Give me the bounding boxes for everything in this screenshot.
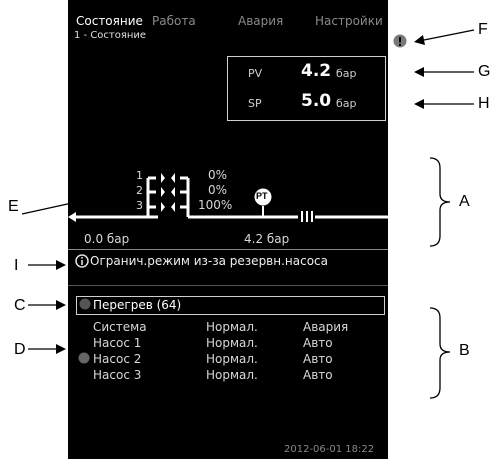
callout-e: E <box>8 198 19 215</box>
callout-f: F <box>478 21 488 38</box>
tab-alarm[interactable]: Авария <box>238 14 284 28</box>
pump-1-number: 1 <box>136 169 143 182</box>
tab-status[interactable]: Состояние <box>76 14 143 28</box>
pump-diagram <box>68 173 388 222</box>
pump-2-warning-icon <box>78 352 90 364</box>
callout-a: A <box>459 193 470 210</box>
pv-label: PV <box>248 67 263 80</box>
outlet-pressure: 4.2 бар <box>244 232 290 246</box>
alarm-row-icon <box>79 298 91 310</box>
status-row-system-mode: Нормал. <box>206 320 258 334</box>
status-row-system-state: Авария <box>303 320 349 334</box>
sp-value: 5.0 <box>301 91 332 111</box>
callout-i: I <box>14 257 19 274</box>
screen-subtitle: 1 - Состояние <box>74 30 147 41</box>
status-row-pump1-state: Авто <box>303 336 333 350</box>
callout-g: G <box>478 63 491 80</box>
status-row-pump2-state: Авто <box>303 352 333 366</box>
pressure-sensor-label: PT <box>256 191 268 201</box>
warning-icon <box>393 34 407 48</box>
pump-3-number: 3 <box>136 199 143 212</box>
device-screen: Состояние Работа Авария Настройки 1 - Со… <box>68 0 407 459</box>
callout-c: C <box>14 297 26 314</box>
status-row-pump2-mode: Нормал. <box>206 352 258 366</box>
status-row-pump2-name: Насос 2 <box>93 352 142 366</box>
status-row-pump3-state: Авто <box>303 368 333 382</box>
callout-h: H <box>478 95 490 112</box>
sp-label: SP <box>248 97 262 110</box>
info-icon <box>75 254 89 268</box>
tab-settings[interactable]: Настройки <box>315 14 383 28</box>
pv-sp-box: PV 4.2 бар SP 5.0 бар <box>227 56 386 121</box>
pump-2-speed: 0% <box>208 183 228 197</box>
status-row-pump3-mode: Нормал. <box>206 368 258 382</box>
divider-2 <box>68 285 388 286</box>
pump-1-speed: 0% <box>208 168 228 182</box>
status-row-system-name: Система <box>93 320 147 334</box>
info-message: Огранич.режим из-за резервн.насоса <box>90 254 329 268</box>
status-row-pump1-name: Насос 1 <box>93 336 142 350</box>
callout-d: D <box>14 341 26 358</box>
status-row-pump3-name: Насос 3 <box>93 368 142 382</box>
tab-operation[interactable]: Работа <box>152 14 196 28</box>
datetime: 2012-06-01 18:22 <box>284 444 375 455</box>
callout-b: B <box>459 342 470 359</box>
inlet-pressure: 0.0 бар <box>84 232 130 246</box>
pv-value: 4.2 <box>301 61 332 81</box>
alarm-row-label: Перегрев (64) <box>93 298 182 312</box>
status-row-pump1-mode: Нормал. <box>206 336 258 350</box>
sp-unit: бар <box>336 97 357 110</box>
pump-3-speed: 100% <box>198 198 233 212</box>
alarm-row[interactable] <box>76 296 385 315</box>
pump-2-number: 2 <box>136 184 143 197</box>
divider <box>68 249 388 250</box>
pv-unit: бар <box>336 67 357 80</box>
